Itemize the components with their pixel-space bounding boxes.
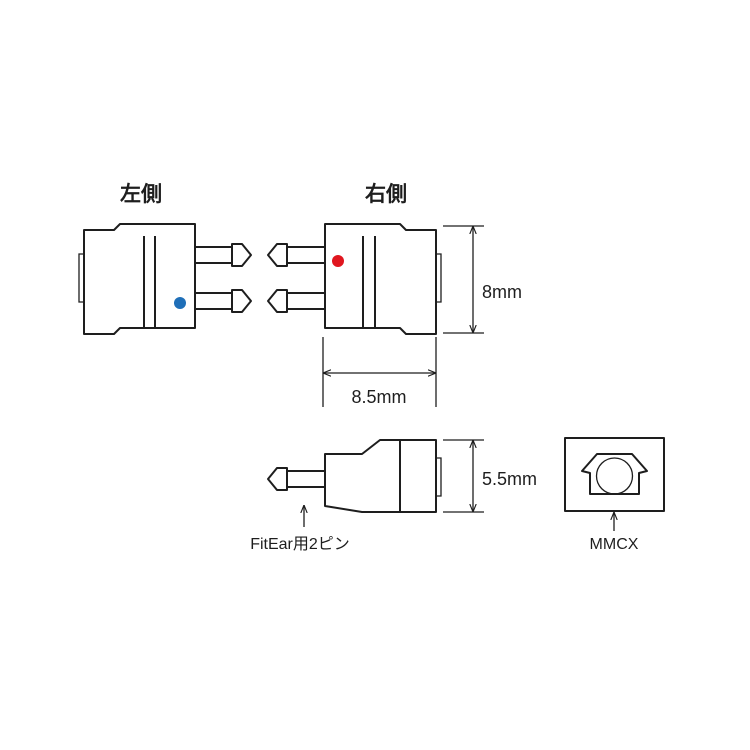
mmcx-pointer: MMCX	[590, 512, 639, 553]
side-view-connector	[267, 439, 442, 513]
side-height-dimension-label: 5.5mm	[482, 469, 537, 489]
fitear-pin-label: FitEar用2ピン	[250, 536, 350, 553]
right-connector-body	[324, 223, 437, 335]
mmcx-label: MMCX	[590, 536, 639, 553]
side-view-body	[324, 439, 437, 513]
right-pin-top	[267, 243, 326, 267]
width-dimension-label: 8.5mm	[351, 387, 406, 407]
left-side-title: 左側	[120, 182, 162, 206]
width-dimension: 8.5mm	[322, 337, 437, 407]
right-side-title: 右側	[365, 182, 407, 206]
pin-pointer: FitEar用2ピン	[250, 505, 350, 553]
right-connector	[267, 223, 442, 335]
right-channel-dot	[332, 255, 344, 267]
mmcx-socket-view	[564, 437, 665, 512]
left-connector	[78, 223, 252, 335]
mmcx-socket	[581, 453, 648, 495]
height-dimension-label: 8mm	[482, 282, 522, 302]
left-channel-dot	[174, 297, 186, 309]
left-pin-top	[193, 243, 252, 267]
left-pin-bottom	[193, 289, 252, 313]
height-dimension: 8mm	[443, 225, 522, 334]
right-pin-bottom	[267, 289, 326, 313]
left-connector-body	[83, 223, 196, 335]
side-height-dimension: 5.5mm	[443, 439, 537, 513]
